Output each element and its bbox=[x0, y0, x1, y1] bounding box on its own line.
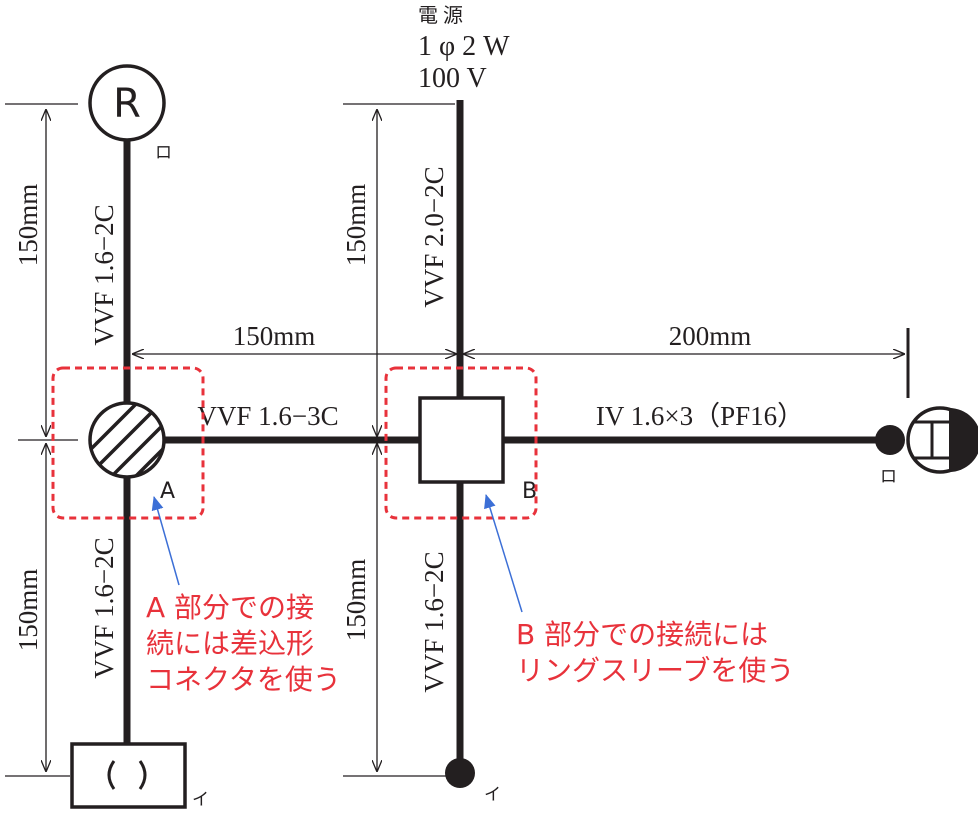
cable-label-center-upper: VVF 2.0−2C bbox=[419, 166, 449, 307]
label-ro-right: ロ bbox=[880, 467, 897, 487]
cable-label-left-upper: VVF 1.6−2C bbox=[89, 204, 119, 345]
power-source-phase: 1 φ 2 W bbox=[418, 31, 510, 62]
cable-lines bbox=[123, 100, 890, 770]
box-a-label: A bbox=[160, 479, 175, 504]
cable-label-horizontal-left: VVF 1.6−3C bbox=[197, 401, 338, 431]
dimension-horizontal-left: 150mm bbox=[233, 321, 316, 351]
dimension-center-bottom: 150mm bbox=[341, 559, 371, 642]
note-b-line2: リングスリーブを使う bbox=[516, 654, 794, 687]
cable-label-horizontal-right: IV 1.6×3（PF16） bbox=[596, 401, 804, 431]
dimension-horizontal-right: 200mm bbox=[669, 321, 752, 351]
dimension-center-top: 150mm bbox=[341, 184, 371, 267]
highlight-box-a bbox=[51, 366, 205, 520]
switch-box-icon bbox=[70, 742, 187, 809]
note-b-line1: B 部分での接続には bbox=[516, 618, 768, 651]
arrow-a-icon bbox=[151, 496, 180, 586]
switch-bracket-left-icon bbox=[107, 760, 116, 790]
note-a-line3: コネクタを使う bbox=[146, 663, 341, 696]
power-source-label: 電 源 bbox=[418, 4, 463, 27]
dimension-left-top: 150mm bbox=[13, 184, 43, 267]
label-i-left: イ bbox=[192, 790, 209, 810]
switch-bracket-right-icon bbox=[138, 760, 147, 790]
cable-label-left-lower: VVF 1.6−2C bbox=[89, 537, 119, 678]
lamp-receptacle-icon bbox=[906, 406, 978, 474]
highlight-box-b bbox=[384, 366, 538, 520]
switch-dot-right-icon bbox=[875, 425, 905, 455]
label-ro-top: ロ bbox=[155, 143, 172, 163]
dimension-lines bbox=[5, 103, 904, 777]
cable-label-center-lower: VVF 1.6−2C bbox=[419, 551, 449, 692]
dimension-left-bottom: 150mm bbox=[13, 569, 43, 652]
receptacle-r-letter: R bbox=[113, 81, 141, 127]
note-a-line2: 続には差込形 bbox=[146, 627, 314, 660]
receptacle-r-symbol bbox=[88, 64, 166, 142]
arrow-b-icon bbox=[484, 494, 523, 613]
switch-dot-bottom-icon bbox=[445, 758, 475, 788]
box-b-label: B bbox=[522, 479, 537, 504]
junction-box-b-icon bbox=[418, 396, 505, 484]
note-a-line1: A 部分での接 bbox=[146, 591, 314, 624]
label-i-center: イ bbox=[484, 785, 501, 805]
power-source-voltage: 100 V bbox=[418, 63, 487, 94]
junction-box-a-icon bbox=[88, 401, 166, 479]
